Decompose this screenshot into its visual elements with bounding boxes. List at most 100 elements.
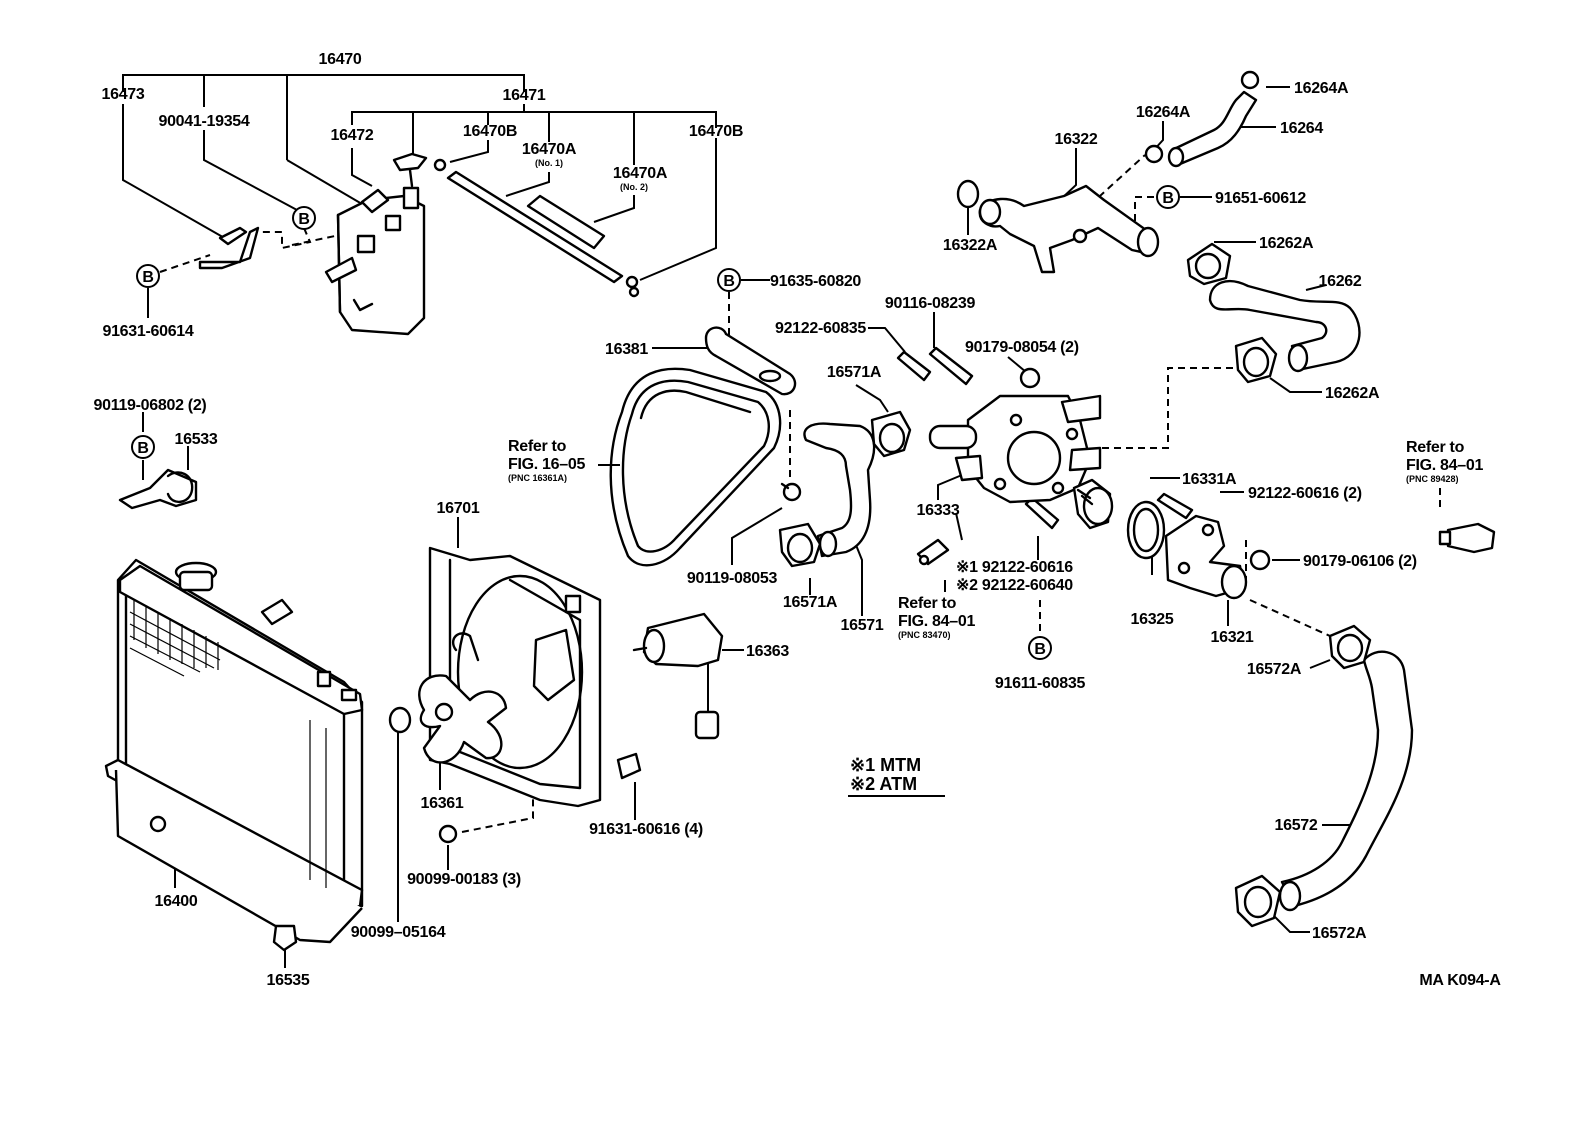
part-16470A-hoses bbox=[446, 170, 640, 298]
label-91631-60616: 91631-60616 (4) bbox=[589, 821, 703, 838]
part-16321-water-inlet bbox=[1164, 514, 1248, 600]
part-90179-06106-nut bbox=[1249, 549, 1271, 571]
label-16262: 16262 bbox=[1319, 273, 1362, 290]
label-16473: 16473 bbox=[102, 86, 145, 103]
label-16472: 16472 bbox=[331, 127, 374, 144]
label-16572A-bottom: 16572A bbox=[1312, 925, 1367, 942]
legend-atm: ※2 ATM bbox=[850, 774, 917, 794]
label-90119-08053: 90119-08053 bbox=[687, 570, 778, 587]
label-91635-60820: 91635-60820 bbox=[770, 273, 861, 290]
label-fig-84-01-a: FIG. 84–01 bbox=[898, 613, 975, 630]
part-16262A-clamps bbox=[1186, 242, 1278, 384]
label-92122-60616: 92122-60616 (2) bbox=[1248, 485, 1362, 502]
leader-lines bbox=[122, 74, 1441, 968]
label-16321: 16321 bbox=[1211, 629, 1254, 646]
b-marker-text: B bbox=[142, 269, 153, 286]
part-16262-hose bbox=[1208, 280, 1361, 373]
label-90179-06106: 90179-06106 (2) bbox=[1303, 553, 1417, 570]
radiator-core-fins bbox=[129, 600, 327, 888]
label-16470A-no1: 16470A bbox=[522, 141, 577, 158]
label-16333: 16333 bbox=[917, 502, 960, 519]
b-marker-3 bbox=[131, 435, 155, 459]
label-90179-08054: 90179-08054 (2) bbox=[965, 339, 1079, 356]
part-90099-05164-cushion bbox=[388, 706, 412, 734]
label-pnc-16361a: (PNC 16361A) bbox=[508, 473, 567, 483]
label-16381: 16381 bbox=[605, 341, 648, 358]
label-no1: (No. 1) bbox=[535, 158, 563, 168]
label-refer-to-1: Refer to bbox=[508, 438, 567, 455]
part-16533-clamp bbox=[118, 468, 198, 510]
label-16470: 16470 bbox=[319, 51, 362, 68]
part-16572-hose bbox=[1278, 650, 1414, 912]
label-fig-84-01-b: FIG. 84–01 bbox=[1406, 457, 1483, 474]
part-16472-reserve-tank bbox=[324, 186, 426, 336]
part-v-belt bbox=[609, 367, 782, 567]
part-16400-radiator bbox=[104, 558, 364, 944]
label-16571: 16571 bbox=[841, 617, 884, 634]
part-90119-08053-bolt bbox=[780, 482, 802, 502]
part-sensor-switch bbox=[916, 538, 950, 566]
label-16471: 16471 bbox=[503, 87, 546, 104]
part-16322-water-bypass-pipe bbox=[956, 179, 1160, 274]
b-marker-4 bbox=[717, 268, 741, 292]
part-16264-hose bbox=[1144, 70, 1260, 168]
label-refer-to-2: Refer to bbox=[898, 595, 957, 612]
label-mtm-stud: ※1 92122-60616 bbox=[956, 559, 1073, 576]
labels: 16470 16473 90041-19354 16471 16472 1647… bbox=[94, 51, 1502, 989]
part-16381-bracket bbox=[704, 326, 797, 396]
part-16701-fan-shroud bbox=[428, 546, 602, 808]
label-16262A-top: 16262A bbox=[1259, 235, 1314, 252]
label-16361: 16361 bbox=[421, 795, 464, 812]
label-16572A-top: 16572A bbox=[1247, 661, 1302, 678]
label-16264A-top: 16264A bbox=[1294, 80, 1349, 97]
label-16470B-right: 16470B bbox=[689, 123, 743, 140]
label-16533: 16533 bbox=[175, 431, 218, 448]
label-16262A-bottom: 16262A bbox=[1325, 385, 1380, 402]
label-16363: 16363 bbox=[746, 643, 789, 660]
label-pnc-89428: (PNC 89428) bbox=[1406, 474, 1459, 484]
label-16571A-top: 16571A bbox=[827, 364, 882, 381]
b-marker-1 bbox=[136, 264, 160, 288]
label-90119-06802: 90119-06802 (2) bbox=[94, 397, 207, 414]
part-studs bbox=[896, 346, 1194, 530]
label-16322: 16322 bbox=[1055, 131, 1098, 148]
label-90099-05164: 90099–05164 bbox=[351, 924, 446, 941]
part-temp-sender bbox=[1438, 522, 1496, 554]
part-16535-drain bbox=[272, 924, 298, 952]
label-atm-stud: ※2 92122-60640 bbox=[956, 577, 1073, 594]
part-90099-00183-screw bbox=[438, 824, 458, 844]
part-16571-hose bbox=[803, 422, 876, 558]
label-16701: 16701 bbox=[437, 500, 480, 517]
b-marker-5 bbox=[1028, 636, 1052, 660]
label-92122-60835: 92122-60835 bbox=[775, 320, 866, 337]
part-16363-fan-motor bbox=[632, 612, 724, 740]
b-marker-6 bbox=[1156, 185, 1180, 209]
part-91631-60616-bolts bbox=[616, 752, 642, 780]
svg-text:B: B bbox=[1034, 641, 1045, 658]
label-fig-16-05: FIG. 16–05 bbox=[508, 456, 585, 473]
part-water-outlet-housing bbox=[928, 394, 1102, 504]
label-16535: 16535 bbox=[267, 972, 310, 989]
label-pnc-83470: (PNC 83470) bbox=[898, 630, 951, 640]
svg-text:B: B bbox=[723, 273, 734, 290]
label-16322A: 16322A bbox=[943, 237, 998, 254]
svg-text:B: B bbox=[137, 440, 148, 457]
label-90041-19354: 90041-19354 bbox=[158, 113, 249, 130]
figure-code: MA K094-A bbox=[1419, 972, 1501, 989]
label-16400: 16400 bbox=[155, 893, 198, 910]
label-90099-00183: 90099-00183 (3) bbox=[407, 871, 521, 888]
part-16361-fan bbox=[418, 632, 508, 764]
label-16325: 16325 bbox=[1131, 611, 1174, 628]
legend-mtm: ※1 MTM bbox=[850, 755, 921, 775]
part-16325-gasket bbox=[1126, 500, 1166, 560]
part-16571A-clamps bbox=[778, 410, 912, 568]
label-16470A-no2: 16470A bbox=[613, 165, 668, 182]
part-16470B-cap bbox=[392, 152, 447, 188]
svg-text:B: B bbox=[1162, 190, 1173, 207]
b-marker-2 bbox=[292, 206, 316, 230]
label-90116-08239: 90116-08239 bbox=[885, 295, 976, 312]
label-no2: (No. 2) bbox=[620, 182, 648, 192]
part-16331A-thermostat bbox=[1072, 478, 1114, 530]
part-16572A-clamps bbox=[1234, 624, 1372, 928]
